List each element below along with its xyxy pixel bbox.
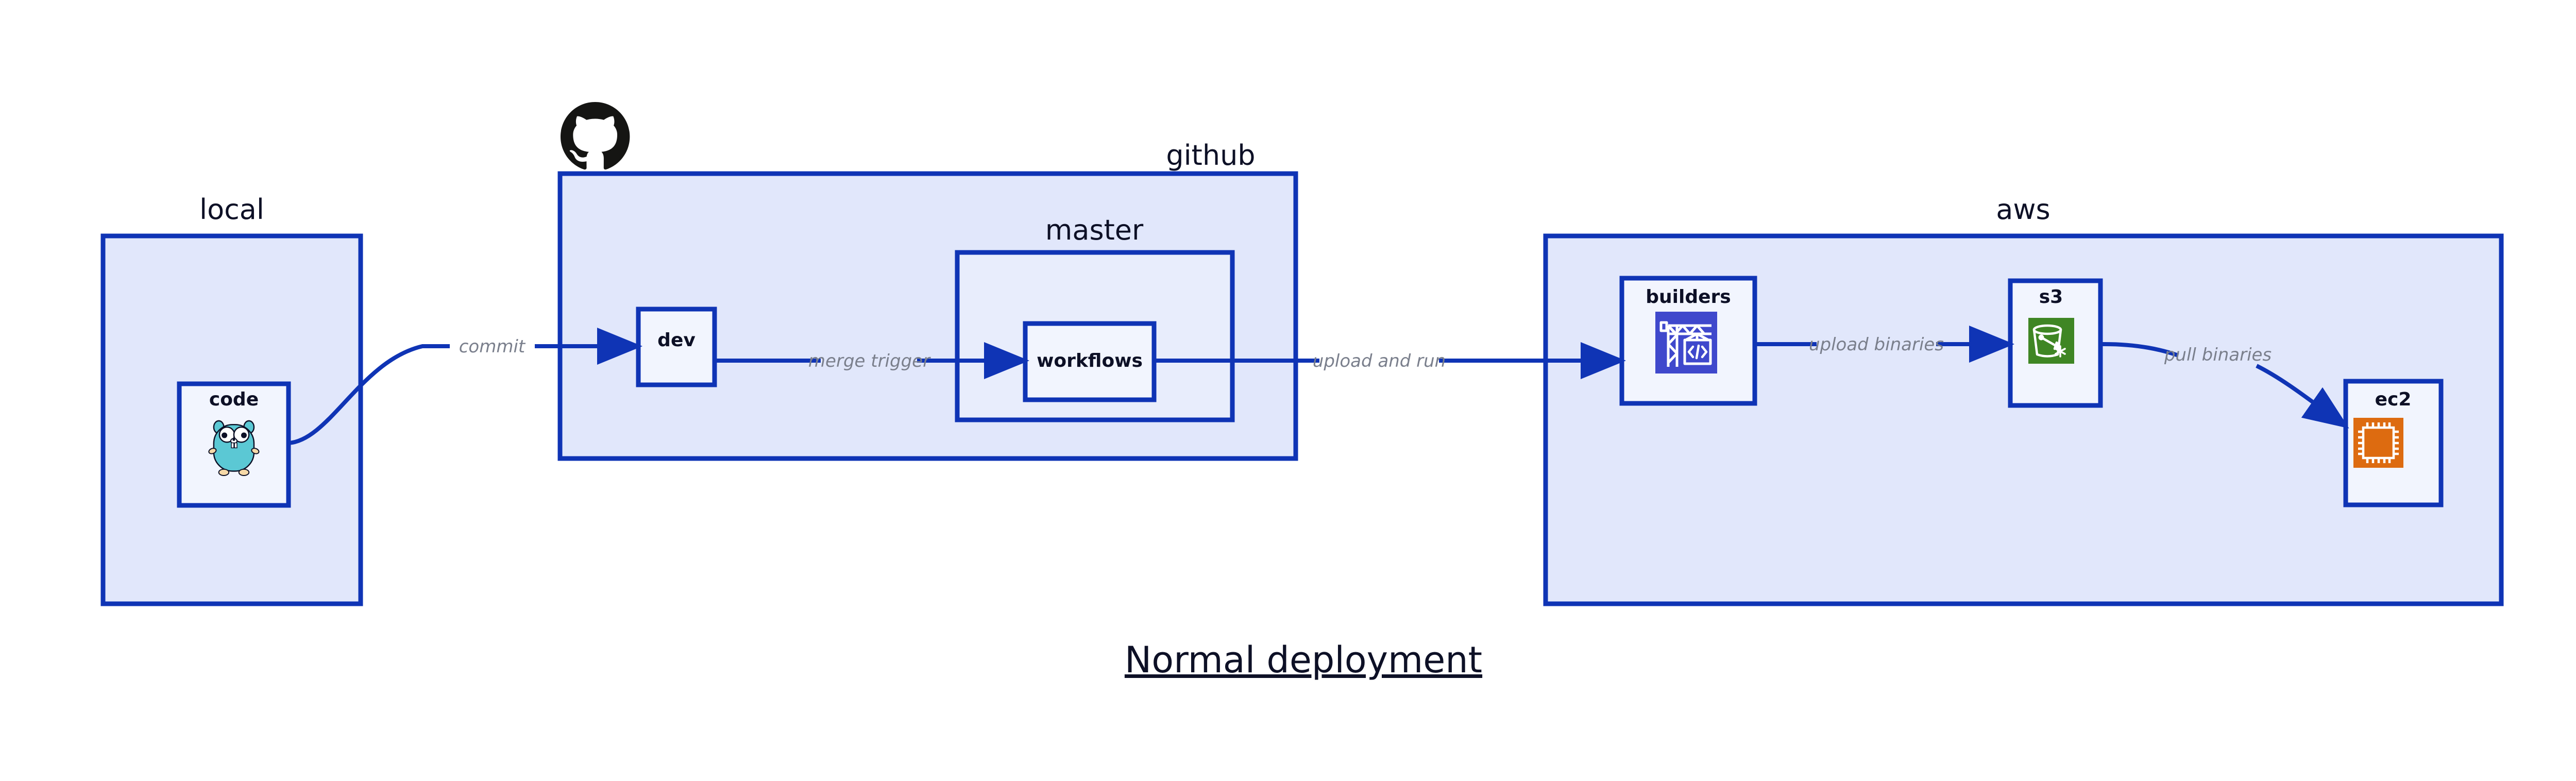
diagram-title: Normal deployment [1125,639,1482,681]
github-octocat-logo [561,102,630,170]
node-workflows-label: workflows [1037,350,1143,371]
edge-upload-and-run[interactable]: upload and run [1154,342,1626,379]
aws-codebuild-icon [1655,312,1717,373]
go-gopher-icon [208,420,260,476]
edge-merge-trigger-label: merge trigger [808,351,931,371]
edge-commit-line-left [288,344,450,445]
edge-merge-trigger[interactable]: merge trigger [715,342,1029,379]
node-dev-label: dev [657,330,696,351]
node-s3[interactable]: s3 [2008,278,2103,408]
aws-ec2-chip-icon [2353,418,2403,468]
node-ec2-label: ec2 [2375,389,2412,410]
zone-github-label: github [1166,139,1255,172]
edge-pull-binaries-label: pull binaries [2164,345,2272,365]
zone-local-label: local [199,193,264,226]
node-workflows[interactable]: workflows [1023,321,1157,402]
edge-upload-binaries[interactable]: upload binaries [1755,326,2014,363]
edge-commit[interactable]: commit [288,328,642,445]
edge-commit-label: commit [459,336,526,357]
edge-pull-binaries-line-right [2256,364,2349,429]
zone-aws-label: aws [1996,193,2050,226]
node-dev[interactable]: dev [636,307,717,387]
node-code-label: code [209,389,259,410]
node-s3-label: s3 [2039,286,2063,308]
node-code[interactable]: code [177,381,291,508]
edge-pull-binaries[interactable]: pull binaries [2100,342,2349,429]
edge-upload-binaries-label: upload binaries [1809,334,1944,355]
edge-pull-binaries-line-left [2100,342,2179,358]
node-ec2[interactable]: ec2 [2343,379,2444,507]
node-builders-label: builders [1646,286,1731,308]
aws-s3-bucket-icon [2028,318,2074,364]
edge-upload-and-run-label: upload and run [1313,351,1446,371]
sub-zone-master-label: master [1045,214,1144,246]
node-builders[interactable]: builders [1619,276,1757,406]
